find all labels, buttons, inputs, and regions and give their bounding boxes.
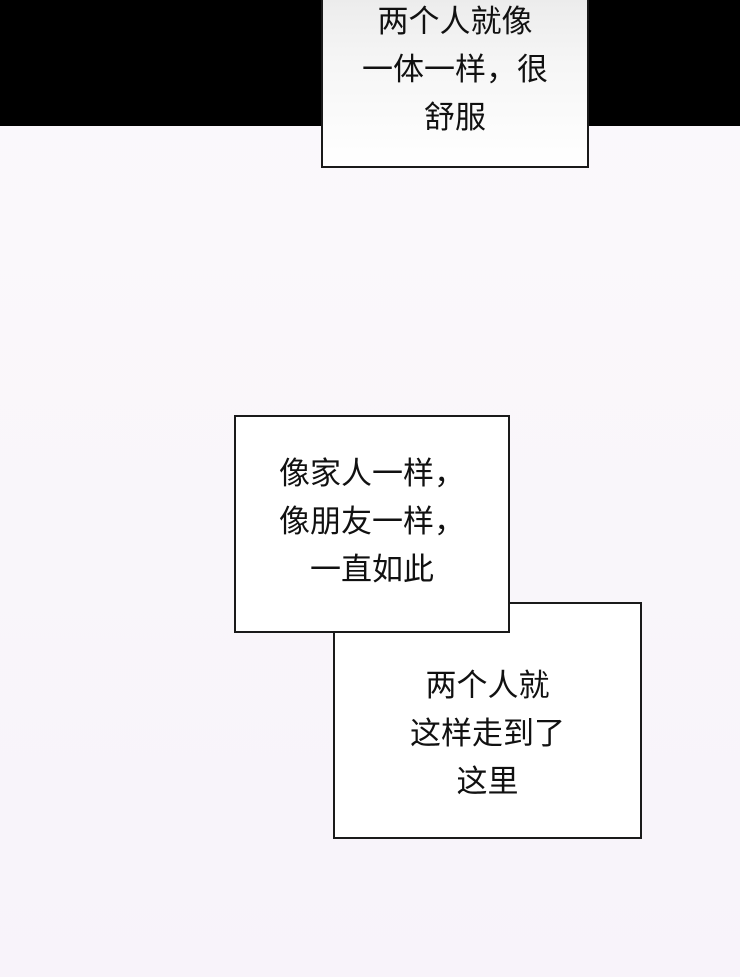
caption-bottom-line-3: 这里 [456, 764, 519, 800]
caption-bottom-line-2: 这样走到了 [410, 716, 565, 752]
caption-top-line-2: 一体一样，很 [362, 52, 548, 88]
caption-joint-cover [335, 604, 508, 631]
caption-box-top: 两个人就像 一体一样，很 舒服 [321, 0, 589, 168]
caption-top-line-1: 两个人就像 [377, 4, 533, 40]
caption-middle-line-3: 一直如此 [310, 552, 434, 588]
caption-middle-line-2: 像朋友一样， [279, 504, 465, 540]
caption-box-bottom: 两个人就 这样走到了 这里 [333, 602, 642, 839]
caption-box-middle: 像家人一样， 像朋友一样， 一直如此 [234, 415, 510, 633]
caption-middle-line-1: 像家人一样， [279, 456, 465, 492]
caption-bottom-line-1: 两个人就 [425, 668, 550, 704]
caption-top-line-3: 舒服 [424, 100, 486, 136]
